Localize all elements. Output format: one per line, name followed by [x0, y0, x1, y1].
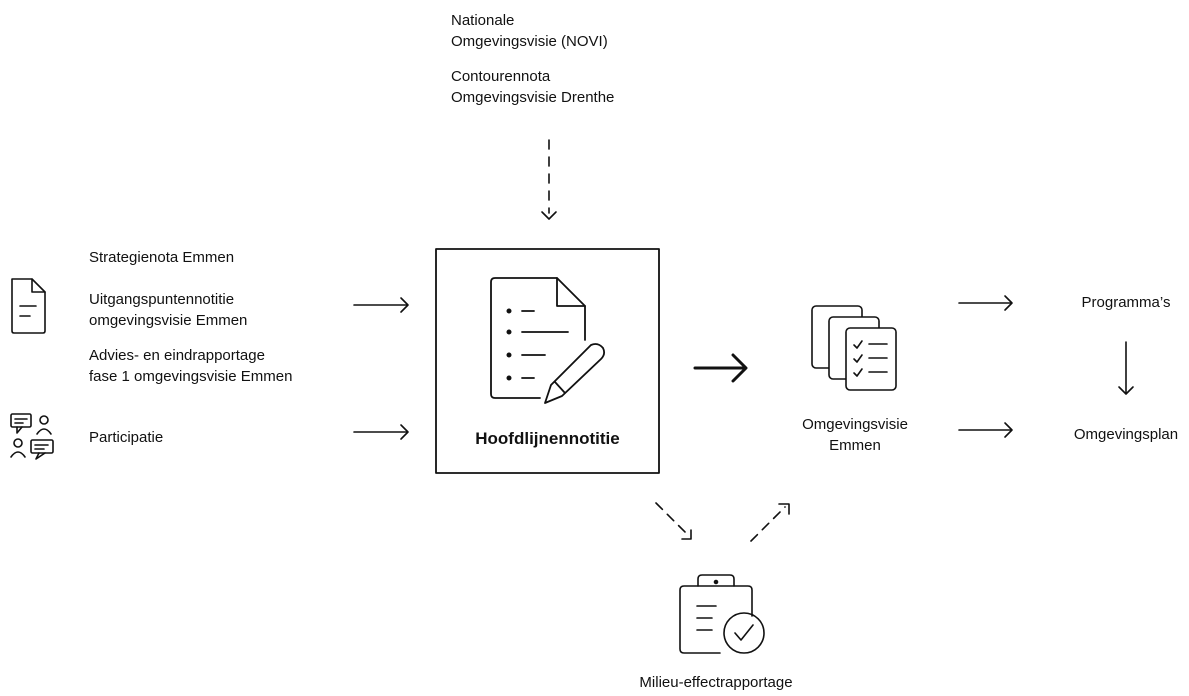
contourennota-label: Contourennota Omgevingsvisie Drenthe — [451, 66, 614, 108]
programmas-label: Programma’s — [1081, 294, 1171, 311]
omgevingsplan-label: Omgevingsplan — [1073, 426, 1179, 443]
strategienota-label: Strategienota Emmen — [89, 249, 235, 266]
hoofdlijnennotitie-box — [435, 248, 660, 474]
uitgangspunten-label: Uitgangspuntennotitie omgevingsvisie Emm… — [89, 289, 247, 331]
participation-icon — [10, 413, 54, 460]
omgevingsvisie-line-1: Omgevingsvisie — [802, 416, 908, 433]
clipboard-check-icon — [679, 574, 765, 654]
advies-line-2: fase 1 omgevingsvisie Emmen — [89, 368, 293, 385]
arrowhead-top — [541, 211, 557, 220]
omgevingsvisie-line-2: Emmen — [829, 437, 881, 454]
advies-line-1: Advies- en eindrapportage — [89, 347, 265, 364]
contourennota-line-1: Contourennota — [451, 68, 551, 85]
omgevingsvisie-label: Omgevingsvisie Emmen — [775, 414, 935, 456]
arrow-documents-to-box — [353, 297, 409, 313]
participatie-label: Participatie — [89, 429, 164, 446]
arrow-to-omgevingsplan — [958, 422, 1013, 438]
novi-label: Nationale Omgevingsvisie (NOVI) — [451, 10, 608, 52]
arrow-box-to-omgevingsvisie — [693, 353, 748, 383]
novi-line-1: Nationale — [451, 12, 515, 29]
arrow-programmas-to-omgevingsplan — [1118, 341, 1134, 395]
contourennota-line-2: Omgevingsvisie Drenthe — [451, 89, 615, 106]
arrow-box-to-milieu — [655, 502, 692, 540]
notes-pen-icon — [490, 277, 606, 404]
advies-label: Advies- en eindrapportage fase 1 omgevin… — [89, 345, 292, 387]
document-stack-icon — [811, 305, 897, 391]
arrow-to-programmas — [958, 295, 1013, 311]
milieu-label: Milieu-effectrapportage — [639, 674, 793, 691]
uitgangspunten-line-2: omgevingsvisie Emmen — [89, 312, 248, 329]
uitgangspunten-line-1: Uitgangspuntennotitie — [89, 291, 235, 308]
arrow-milieu-to-omgevingsvisie — [750, 503, 790, 542]
novi-line-2: Omgevingsvisie (NOVI) — [451, 33, 608, 50]
arrow-participatie-to-box — [353, 424, 409, 440]
hoofdlijnennotitie-title: Hoofdlijnennotitie — [475, 429, 620, 448]
document-icon — [11, 278, 46, 334]
